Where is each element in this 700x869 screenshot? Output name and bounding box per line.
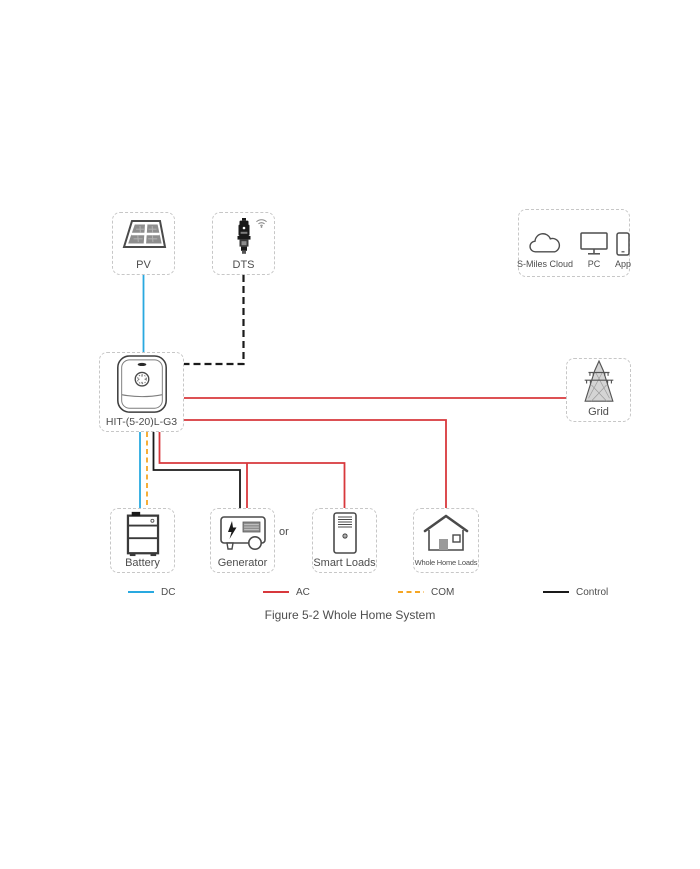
smart-loads-label: Smart Loads — [313, 557, 376, 569]
grid-label: Grid — [588, 406, 609, 418]
wire-dts-to-inverter-com — [184, 275, 245, 366]
solar-panel-icon — [122, 220, 166, 248]
grid-icon-wrap — [567, 359, 630, 406]
generator-icon — [219, 516, 266, 550]
pc-label: PC — [587, 259, 601, 269]
generator-label: Generator — [217, 557, 268, 569]
figure-caption: Figure 5-2 Whole Home System — [264, 608, 436, 622]
pv-icon-wrap — [113, 213, 174, 259]
smart-load-tower-icon — [332, 512, 357, 554]
inverter-node: HIT-(5-20)L-G3 — [99, 352, 184, 432]
cloud-label: S-Miles Cloud — [516, 259, 574, 269]
pv-node: PV — [112, 212, 175, 275]
app-label: App — [615, 259, 632, 269]
legend-item-control: Control — [543, 586, 608, 598]
inverter-icon-wrap — [100, 353, 183, 416]
wire-inverter-to-whole-home-loads-ac — [184, 419, 447, 508]
dts-icon-wrap — [213, 213, 274, 259]
legend-item-com: COM — [398, 586, 454, 598]
generator-icon-wrap — [211, 509, 274, 557]
legend-label-com: COM — [431, 586, 455, 598]
transmission-tower-icon — [583, 359, 614, 402]
legend-label-control: Control — [576, 586, 609, 598]
app-item: App — [615, 232, 631, 270]
dts-node: DTS — [212, 212, 275, 275]
legend-line-com — [398, 591, 424, 593]
whole-home-loads-icon-wrap — [414, 509, 478, 557]
wire-inverter-to-generator-control — [152, 432, 241, 508]
wire-inverter-to-smart-loads-ac — [158, 432, 346, 508]
monitor-icon — [580, 232, 608, 255]
whole-home-loads-node: Whole Home Loads — [413, 508, 479, 573]
legend-line-dc — [128, 591, 154, 593]
legend-line-control — [543, 591, 569, 593]
inverter-unit-icon — [116, 354, 167, 413]
wifi-icon — [256, 219, 267, 228]
legend-line-ac — [263, 591, 289, 593]
cloud-item: S-Miles Cloud — [517, 232, 573, 270]
legend-label-dc: DC — [161, 586, 176, 598]
battery-cabinet-icon — [126, 511, 159, 556]
legend-item-dc: DC — [128, 586, 175, 598]
dts-label: DTS — [232, 259, 255, 271]
pc-item: PC — [580, 232, 608, 270]
legend-label-ac: AC — [296, 586, 310, 598]
cloud-icon — [529, 233, 561, 253]
or-label: or — [279, 526, 289, 538]
monitoring-node: S-Miles Cloud PC App — [517, 209, 631, 277]
meter-device-icon — [237, 217, 250, 254]
pv-label: PV — [136, 259, 151, 271]
inverter-label: HIT-(5-20)L-G3 — [105, 416, 178, 428]
smartphone-icon — [616, 232, 630, 256]
grid-node: Grid — [566, 358, 631, 422]
battery-icon-wrap — [111, 509, 174, 557]
generator-node: Generator — [210, 508, 275, 573]
battery-node: Battery — [110, 508, 175, 573]
house-icon — [423, 514, 469, 551]
smart-loads-node: Smart Loads — [312, 508, 377, 573]
battery-label: Battery — [125, 557, 160, 569]
smart-loads-icon-wrap — [313, 509, 376, 557]
whole-home-loads-label: Whole Home Loads — [414, 558, 478, 567]
legend-item-ac: AC — [263, 586, 310, 598]
